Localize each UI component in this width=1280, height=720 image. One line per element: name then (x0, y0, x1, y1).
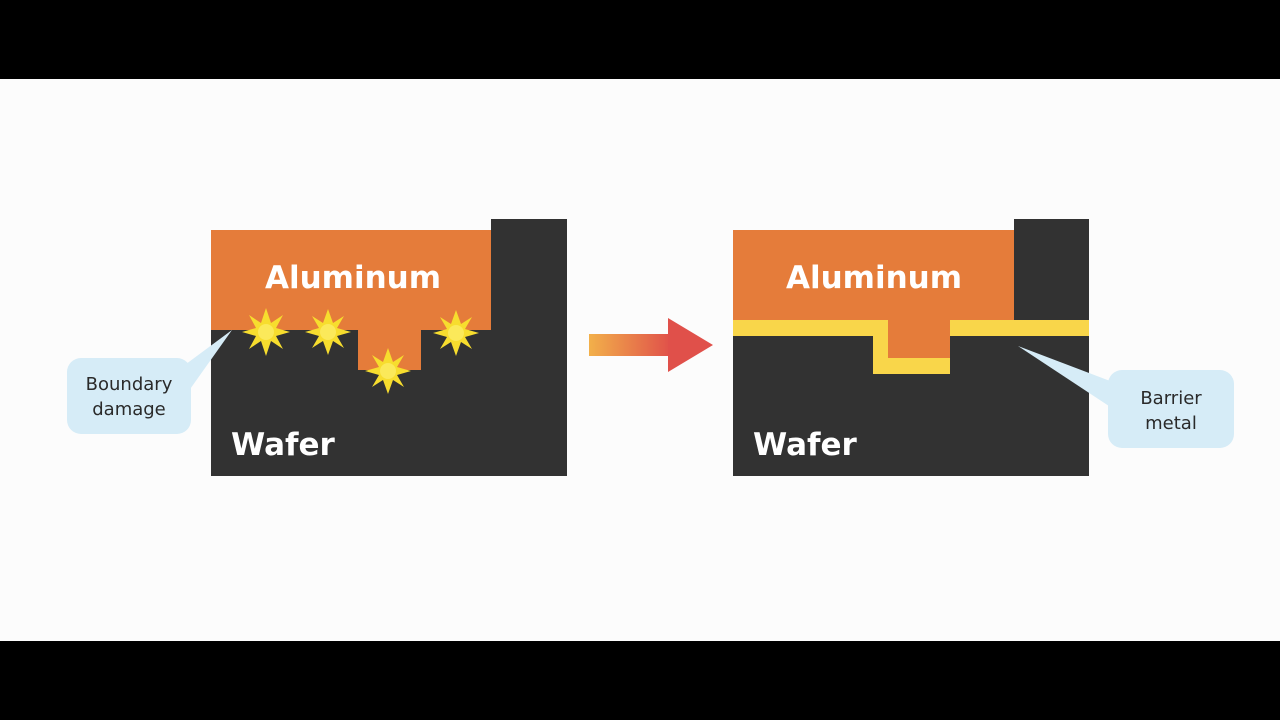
before-wafer-wall (491, 219, 567, 239)
callout-line-2: metal (1145, 413, 1197, 434)
callout-line-2: damage (92, 399, 166, 420)
before-aluminum-label: Aluminum (265, 260, 441, 296)
after-aluminum-label: Aluminum (786, 260, 962, 296)
process-diagram: Aluminum Wafer (67, 219, 1234, 476)
before-aluminum-layer (211, 230, 491, 370)
damage-burst-icon (365, 348, 411, 394)
diagram-stage: Aluminum Wafer (0, 79, 1280, 641)
after-wafer-label: Wafer (753, 427, 858, 463)
damage-burst-icon (433, 310, 479, 356)
before-panel: Aluminum Wafer (67, 219, 567, 476)
barrier-metal-callout: Barrier metal (1018, 346, 1234, 448)
callout-line-1: Boundary (86, 374, 173, 395)
damage-burst-icon (305, 309, 351, 355)
callout-line-1: Barrier (1140, 388, 1202, 409)
after-wafer-wall (1014, 219, 1089, 239)
after-panel: Aluminum Wafer Barrier metal (733, 219, 1234, 476)
process-arrow-icon (589, 318, 713, 372)
before-wafer-label: Wafer (231, 427, 336, 463)
damage-burst-icon (242, 308, 290, 356)
boundary-damage-callout: Boundary damage (67, 330, 232, 434)
after-aluminum-plug (888, 320, 950, 336)
